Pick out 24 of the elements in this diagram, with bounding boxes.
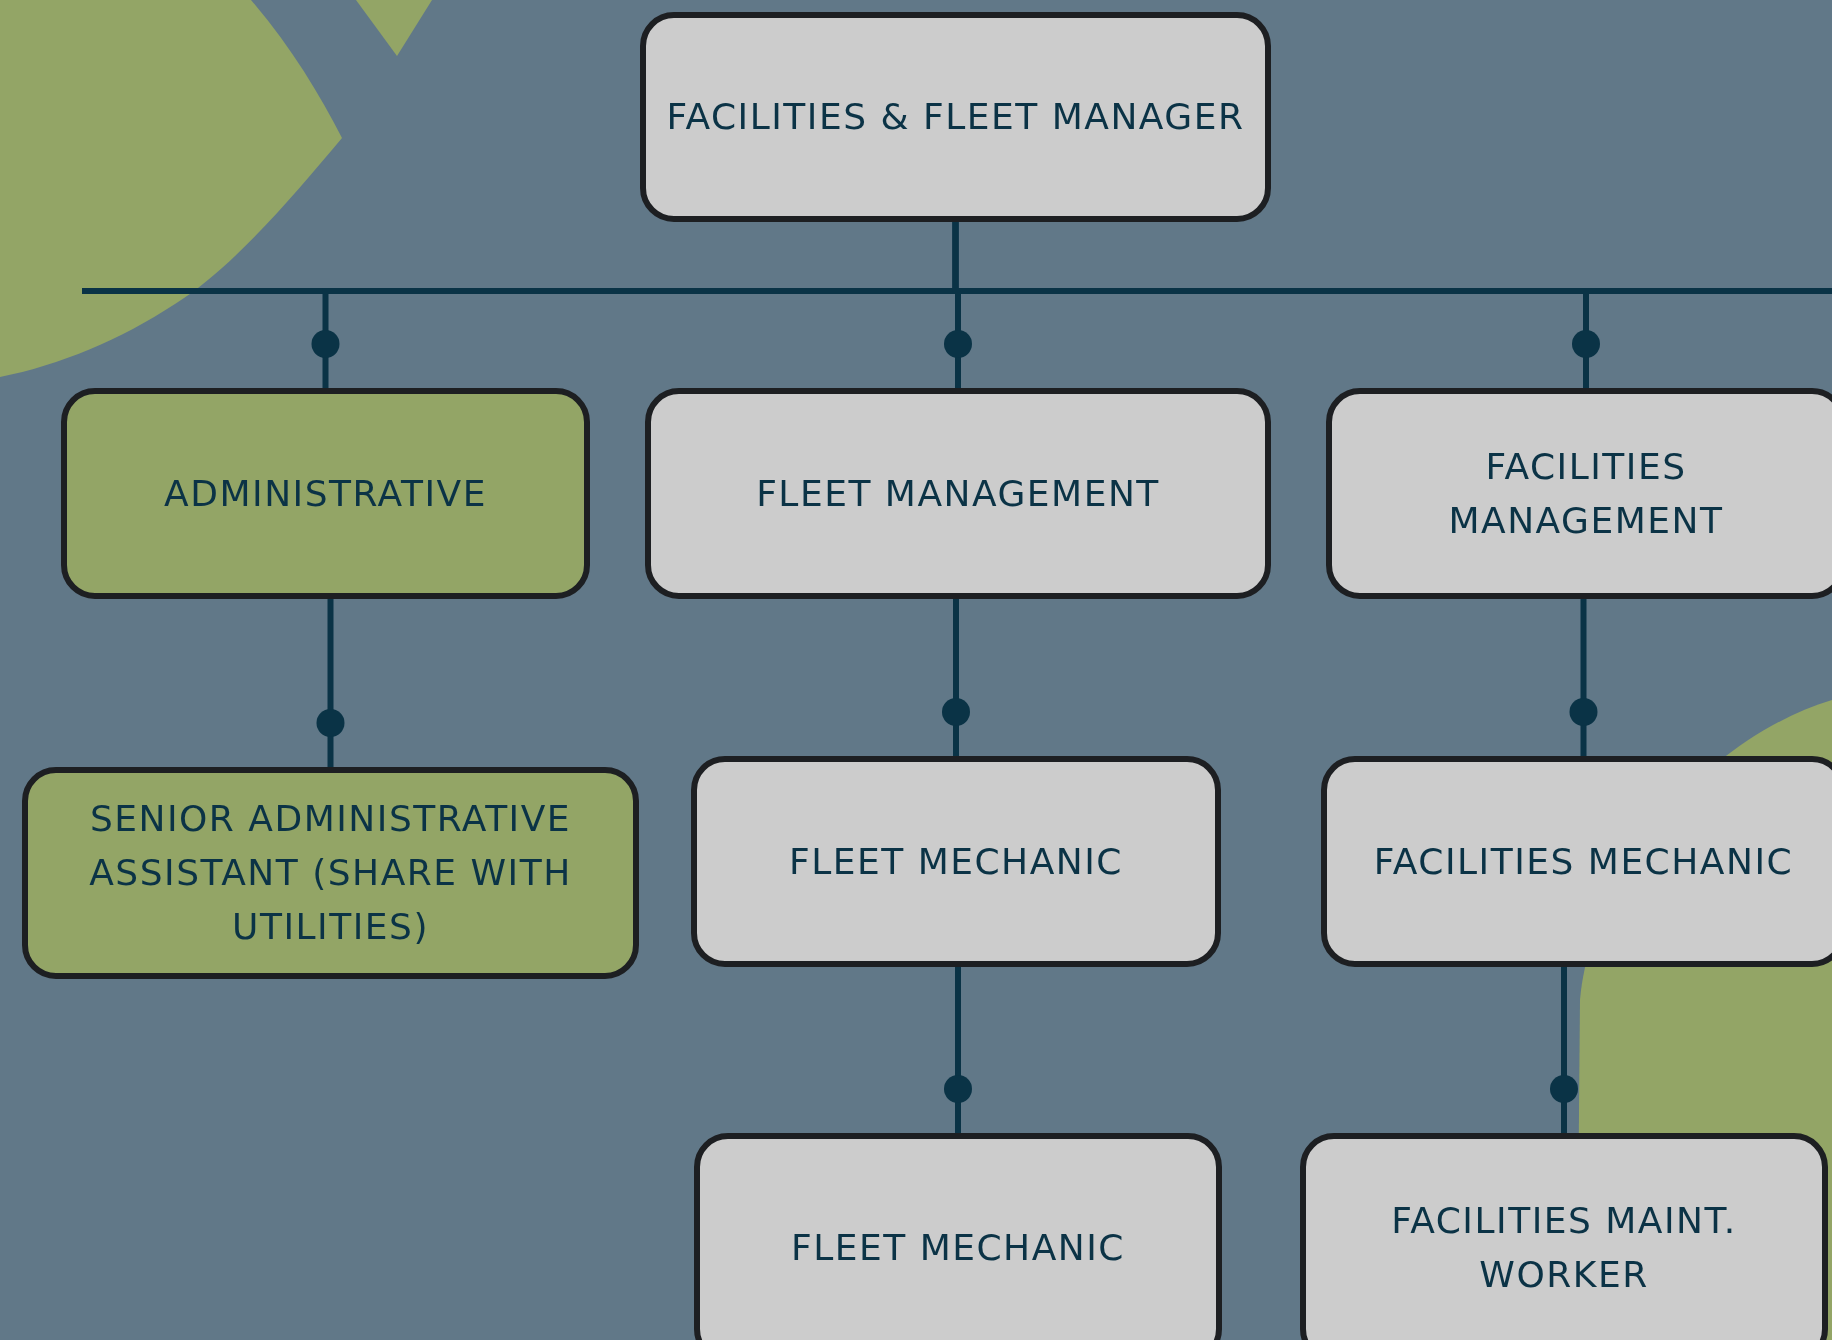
role-box <box>1326 388 1832 599</box>
connector-line <box>944 967 972 1133</box>
role-box <box>640 12 1271 222</box>
role-title: FACILITIES & FLEET MANAGER <box>666 95 1245 139</box>
role-box <box>22 767 639 979</box>
role-title: FLEET MANAGEMENT <box>756 471 1160 516</box>
connector-line <box>952 222 1600 388</box>
role-title: SENIOR ADMINISTRATIVE ASSISTANT (SHARE WITH UTILITIES) <box>88 797 573 949</box>
role-box <box>694 1133 1222 1340</box>
connector-line <box>316 599 345 767</box>
role-box <box>61 388 590 599</box>
role-title: FACILITIES MECHANIC <box>1373 839 1794 884</box>
role-title: FACILITIES MANAGEMENT <box>1447 444 1725 543</box>
connector-line <box>1569 599 1598 756</box>
role-box <box>691 756 1221 967</box>
role-box <box>645 388 1271 599</box>
role-title: FLEET MECHANIC <box>789 839 1123 884</box>
role-title: FLEET MECHANIC <box>791 1226 1125 1270</box>
role-title: FACILITIES MAINT. WORKER <box>1390 1199 1738 1297</box>
role-title: ADMINISTRATIVE <box>164 471 487 516</box>
connector-line <box>942 599 970 756</box>
role-box <box>1300 1133 1828 1340</box>
role-box <box>1321 756 1832 967</box>
connector-line <box>1550 967 1578 1133</box>
